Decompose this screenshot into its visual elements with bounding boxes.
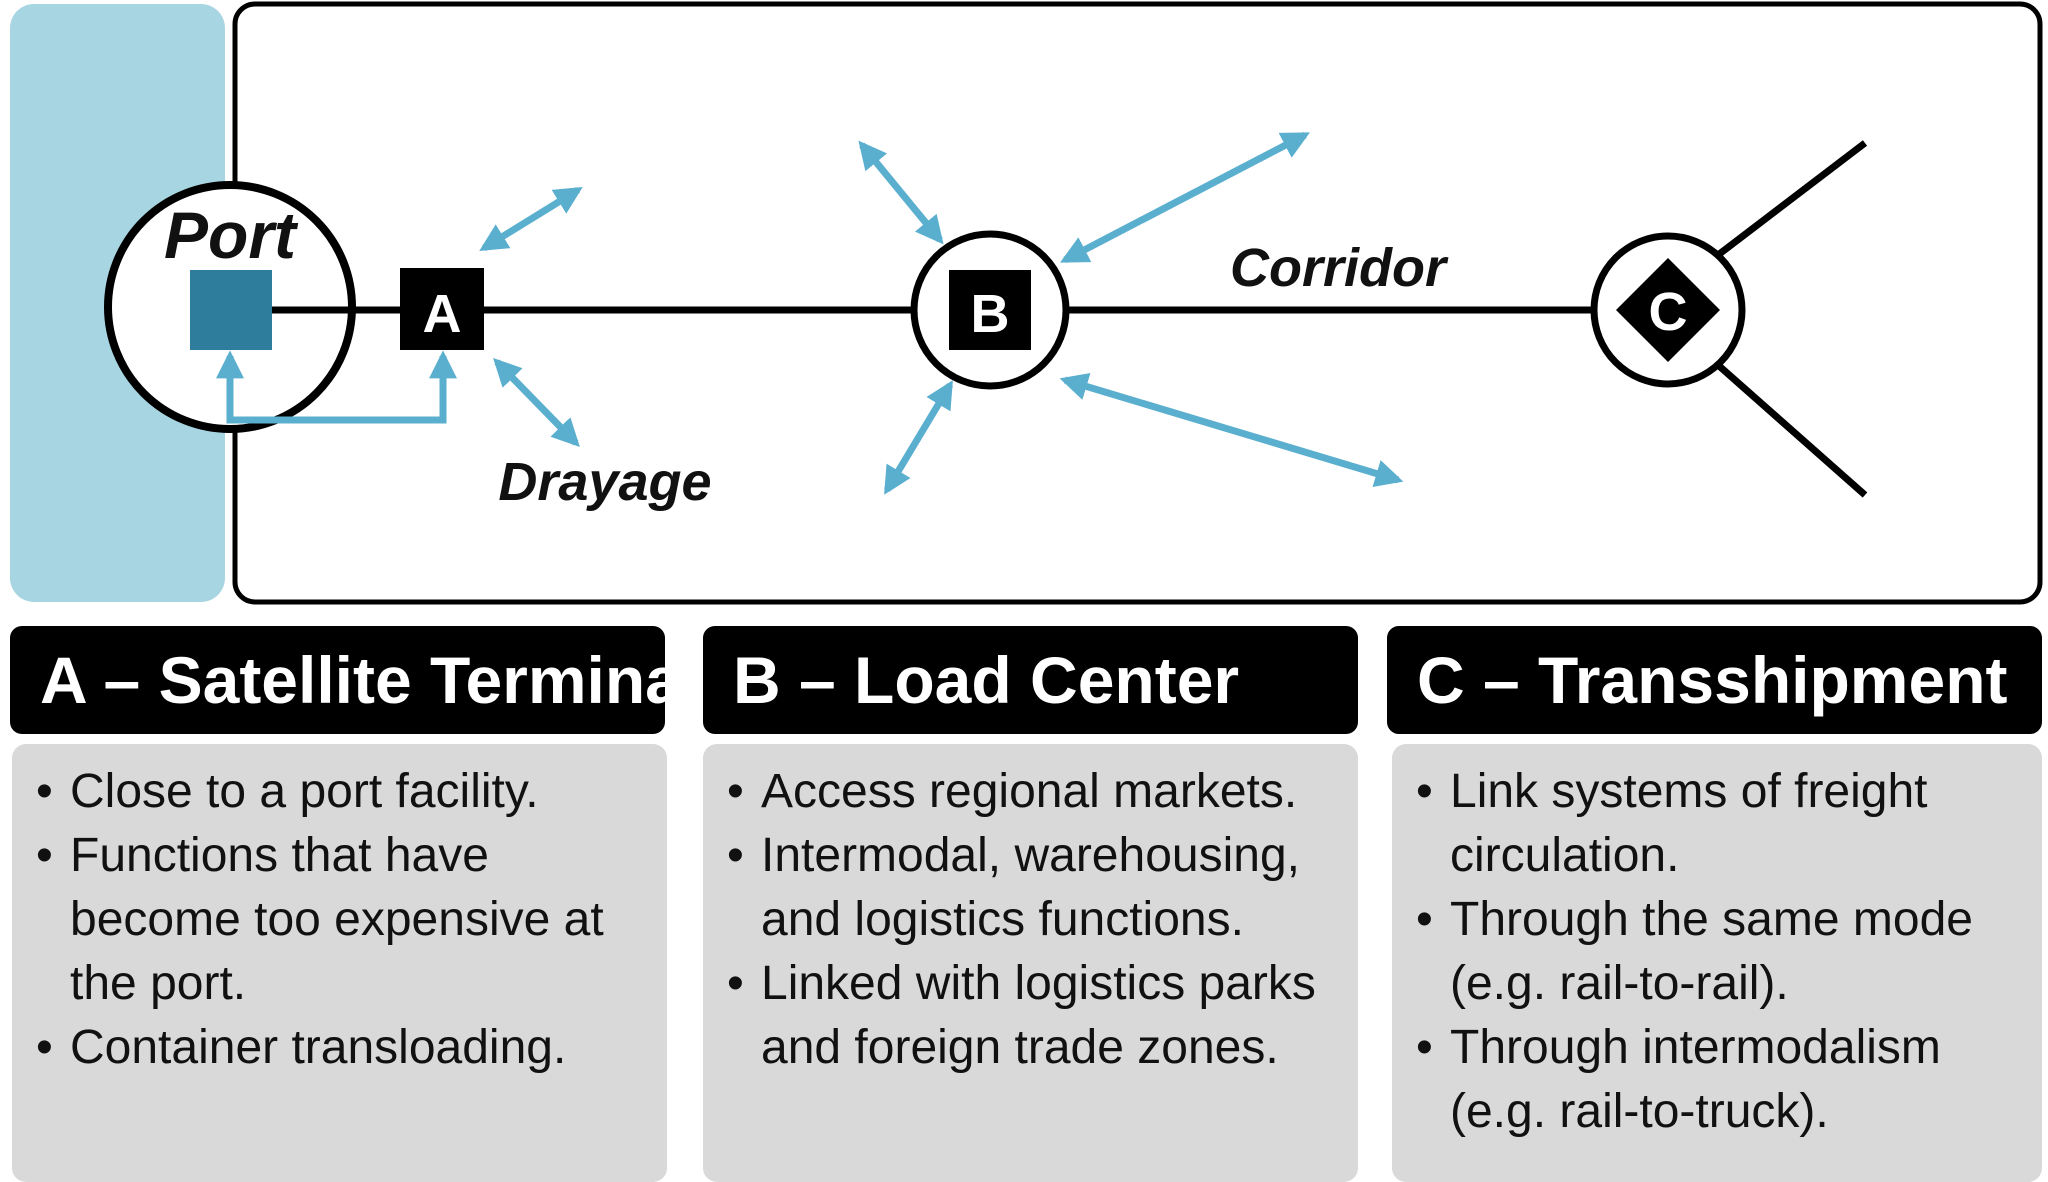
list-item: Close to a port facility.: [32, 760, 649, 824]
node-a-label: A: [423, 284, 462, 344]
list-item: Through intermodalism (e.g. rail-to-truc…: [1412, 1016, 2024, 1144]
hinterland-frame: [232, 1, 2043, 605]
card-b-header: B – Load Center: [703, 626, 1358, 734]
list-item: Linked with logistics parks and foreign …: [723, 952, 1340, 1080]
arrow-b-upper-left: [858, 140, 944, 245]
drayage-connector-arrow: [216, 350, 457, 424]
port-square: [190, 270, 272, 350]
branch-line-lower: [1715, 362, 1868, 498]
list-item: Link systems of freight circulation.: [1412, 760, 2024, 888]
node-c-label: C: [1649, 282, 1688, 342]
card-b-bullet-list: Access regional markets. Intermodal, war…: [723, 760, 1340, 1080]
list-item: Intermodal, warehousing, and logistics f…: [723, 824, 1340, 952]
arrow-b-upper-right: [1060, 131, 1310, 264]
node-b-square: [949, 270, 1031, 350]
branch-line-upper: [1715, 140, 1868, 258]
card-b-body: Access regional markets. Intermodal, war…: [703, 744, 1358, 1182]
list-item: Container transloading.: [32, 1016, 649, 1080]
card-a-body: Close to a port facility. Functions that…: [12, 744, 667, 1182]
list-item: Functions that have become too expensive…: [32, 824, 649, 1016]
arrow-a-lower: [493, 357, 580, 448]
card-c-body: Link systems of freight circulation. Thr…: [1392, 744, 2042, 1182]
list-item: Access regional markets.: [723, 760, 1340, 824]
node-b-label: B: [971, 284, 1010, 344]
arrow-b-lower-right: [1059, 373, 1404, 487]
node-c-diamond: [1616, 258, 1720, 362]
card-a-header: A – Satellite Terminal: [10, 626, 665, 734]
arrow-b-lower-left: [883, 380, 954, 495]
node-a-square: [400, 268, 484, 350]
arrow-a-upper: [479, 187, 583, 251]
corridor-label: Corridor: [1230, 238, 1449, 298]
list-item: Through the same mode (e.g. rail-to-rail…: [1412, 888, 2024, 1016]
drayage-label: Drayage: [498, 452, 711, 512]
network-diagram: Port A Drayage B Corridor C: [10, 1, 2043, 605]
card-a-bullet-list: Close to a port facility. Functions that…: [32, 760, 649, 1080]
card-c-bullet-list: Link systems of freight circulation. Thr…: [1412, 760, 2024, 1144]
card-c-header: C – Transshipment: [1387, 626, 2042, 734]
port-label: Port: [164, 198, 299, 272]
